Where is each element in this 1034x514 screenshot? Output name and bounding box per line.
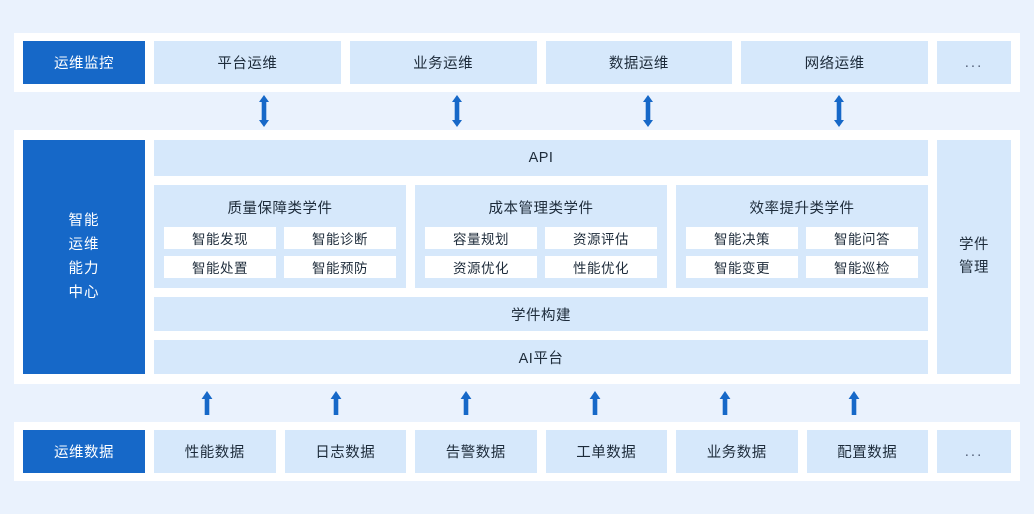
chip-intelligent-prevention[interactable]: 智能预防 <box>284 256 396 278</box>
chip-capacity-planning[interactable]: 容量规划 <box>425 227 537 249</box>
top-item-more[interactable]: ... <box>937 41 1011 84</box>
capability-center-line-2: 运维 <box>68 237 100 253</box>
bottom-connector-row <box>14 384 1020 422</box>
capability-center-label: 智能 运维 能力 中心 <box>23 140 145 374</box>
learnware-build-band[interactable]: 学件构建 <box>154 297 928 331</box>
api-band[interactable]: API <box>154 140 928 176</box>
group-grid-efficiency: 智能决策 智能问答 智能变更 智能巡检 <box>686 227 918 278</box>
top-item-network-ops[interactable]: 网络运维 <box>741 41 928 84</box>
capability-center-line-3: 能力 <box>68 261 100 277</box>
chip-intelligent-handling[interactable]: 智能处置 <box>164 256 276 278</box>
bottom-item-more[interactable]: ... <box>937 430 1011 473</box>
bottom-item-config-data[interactable]: 配置数据 <box>806 430 928 473</box>
ops-monitoring-row: 运维监控 平台运维 业务运维 数据运维 网络运维 ... <box>14 33 1020 92</box>
chip-intelligent-discovery[interactable]: 智能发现 <box>164 227 276 249</box>
learnware-management-panel[interactable]: 学件 管理 <box>937 140 1011 374</box>
group-cost-management: 成本管理类学件 容量规划 资源评估 资源优化 性能优化 <box>415 185 667 288</box>
ops-monitoring-label: 运维监控 <box>23 41 145 84</box>
chip-performance-optimization[interactable]: 性能优化 <box>545 256 657 278</box>
chip-intelligent-decision[interactable]: 智能决策 <box>686 227 798 249</box>
group-title-efficiency: 效率提升类学件 <box>749 201 855 217</box>
chip-resource-optimization[interactable]: 资源优化 <box>425 256 537 278</box>
chip-intelligent-change[interactable]: 智能变更 <box>686 256 798 278</box>
bottom-item-ticket-data[interactable]: 工单数据 <box>545 430 667 473</box>
double-arrow-icon-platform <box>256 92 272 130</box>
bottom-item-log-data[interactable]: 日志数据 <box>284 430 406 473</box>
arrow-up-icon-config <box>846 384 862 422</box>
arrow-up-icon-business <box>717 384 733 422</box>
group-efficiency-improvement: 效率提升类学件 智能决策 智能问答 智能变更 智能巡检 <box>676 185 928 288</box>
capability-center-body: API 质量保障类学件 智能发现 智能诊断 智能处置 智能预防 成本管理类学件 … <box>154 140 928 374</box>
bottom-item-performance-data[interactable]: 性能数据 <box>154 430 276 473</box>
chip-intelligent-diagnosis[interactable]: 智能诊断 <box>284 227 396 249</box>
bottom-item-business-data[interactable]: 业务数据 <box>676 430 798 473</box>
chip-intelligent-qa[interactable]: 智能问答 <box>806 227 918 249</box>
double-arrow-icon-business <box>449 92 465 130</box>
top-connector-row <box>14 92 1020 130</box>
arrow-up-icon-alarm <box>458 384 474 422</box>
top-item-platform-ops[interactable]: 平台运维 <box>154 41 341 84</box>
ai-platform-band[interactable]: AI平台 <box>154 340 928 374</box>
arrow-up-icon-log <box>328 384 344 422</box>
ops-data-row: 运维数据 性能数据 日志数据 告警数据 工单数据 业务数据 配置数据 ... <box>14 422 1020 481</box>
arrow-up-icon-ticket <box>587 384 603 422</box>
capability-center-panel: 智能 运维 能力 中心 API 质量保障类学件 智能发现 智能诊断 智能处置 智… <box>14 130 1020 384</box>
double-arrow-icon-data <box>640 92 656 130</box>
capability-center-line-1: 智能 <box>68 213 100 229</box>
double-arrow-icon-network <box>831 92 847 130</box>
learnware-management-line-2: 管理 <box>959 260 989 276</box>
chip-resource-assessment[interactable]: 资源评估 <box>545 227 657 249</box>
capability-center-line-4: 中心 <box>68 285 100 301</box>
learnware-management-line-1: 学件 <box>959 237 989 253</box>
group-quality-assurance: 质量保障类学件 智能发现 智能诊断 智能处置 智能预防 <box>154 185 406 288</box>
learnware-groups: 质量保障类学件 智能发现 智能诊断 智能处置 智能预防 成本管理类学件 容量规划… <box>154 185 928 288</box>
chip-intelligent-inspection[interactable]: 智能巡检 <box>806 256 918 278</box>
group-grid-cost: 容量规划 资源评估 资源优化 性能优化 <box>425 227 657 278</box>
group-title-quality: 质量保障类学件 <box>227 201 333 217</box>
ops-data-label: 运维数据 <box>23 430 145 473</box>
top-item-business-ops[interactable]: 业务运维 <box>349 41 537 84</box>
bottom-item-alarm-data[interactable]: 告警数据 <box>415 430 537 473</box>
group-title-cost: 成本管理类学件 <box>488 201 594 217</box>
top-item-data-ops[interactable]: 数据运维 <box>545 41 733 84</box>
group-grid-quality: 智能发现 智能诊断 智能处置 智能预防 <box>164 227 396 278</box>
arrow-up-icon-performance <box>199 384 215 422</box>
